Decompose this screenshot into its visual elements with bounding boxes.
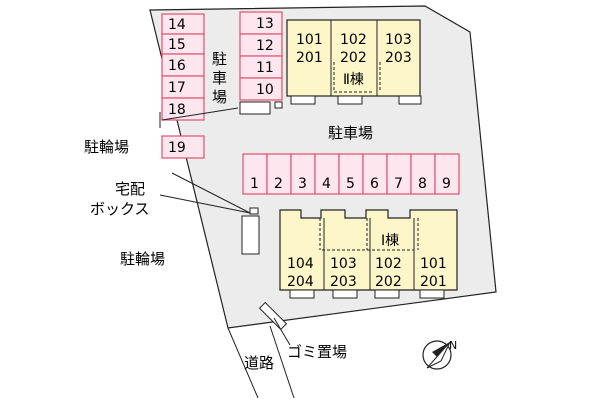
unit-number: 103	[330, 256, 357, 272]
parking-space: 18	[161, 97, 205, 121]
unit: 104 204	[287, 256, 314, 290]
parking-space: 11	[239, 55, 283, 79]
parking-row: 1 2 3 4 5 6 7 8 9	[242, 153, 460, 195]
parking-space-number: 7	[394, 176, 403, 192]
leader-line	[273, 317, 291, 346]
road-label: 道路	[244, 354, 274, 372]
parking-space-number: 13	[256, 16, 274, 32]
parking-space: 16	[161, 53, 205, 77]
parking-space: 14	[161, 13, 205, 35]
bicycle-parking-post	[274, 101, 283, 109]
parking-space-number: 12	[256, 38, 274, 54]
parking-space-number: 4	[322, 176, 331, 192]
parking-space-number: 8	[418, 176, 427, 192]
building-1: 104 204 103 203 102 202 101 201 Ⅰ棟	[279, 209, 458, 299]
parking-space-number: 10	[256, 82, 274, 98]
parking-left-column: 14 15 16 17 18	[161, 13, 205, 121]
parking-space: 1	[242, 153, 268, 195]
parking-middle-column: 13 12 11 10	[239, 11, 283, 101]
compass-north-label: N	[449, 339, 457, 352]
parking-space-number: 15	[168, 37, 186, 53]
parking-space-number: 1	[250, 176, 259, 192]
unit-number: 103	[385, 32, 412, 48]
parking-space: 4	[314, 153, 340, 195]
parking-space-number: 11	[256, 60, 274, 76]
parking-label-char: 場	[212, 88, 227, 106]
unit-number: 201	[420, 274, 447, 290]
parking-space: 13	[239, 11, 283, 35]
unit-number: 202	[340, 50, 367, 66]
unit-number: 201	[296, 50, 323, 66]
building-label: Ⅰ棟	[381, 233, 399, 249]
parking-space: 12	[239, 33, 283, 57]
unit-number: 101	[296, 32, 323, 48]
parking-space: 2	[266, 153, 292, 195]
parking-space-number: 16	[168, 58, 186, 74]
leader-line	[161, 107, 239, 121]
compass-needle-icon	[426, 341, 451, 369]
unit-number: 203	[385, 50, 412, 66]
parking-space-number: 18	[168, 102, 186, 118]
delivery-box-icon	[249, 207, 259, 215]
leader-line	[171, 172, 251, 214]
road-edge	[227, 327, 259, 399]
parking-space: 15	[161, 33, 205, 55]
unit-number: 202	[375, 274, 402, 290]
parking-label: 駐車場	[328, 124, 373, 142]
bicycle-parking-top	[239, 101, 271, 115]
parking-space: 19	[161, 135, 205, 159]
unit: 102 202	[375, 256, 402, 290]
unit: 101 201	[420, 256, 447, 290]
parking-label-char: 駐	[212, 50, 227, 68]
parking-space: 7	[386, 153, 412, 195]
delivery-box-label: 宅配	[115, 180, 145, 198]
unit-number: 104	[287, 256, 314, 272]
garbage-area	[258, 301, 288, 331]
compass: N	[422, 339, 457, 370]
unit-number: 204	[287, 274, 314, 290]
bicycle-parking-bottom	[241, 215, 260, 255]
parking-space-number: 19	[168, 140, 186, 156]
parking-space-number: 6	[370, 176, 379, 192]
bicycle-parking-label-bottom: 駐輪場	[120, 250, 165, 268]
leader-line	[159, 194, 251, 214]
parking-space-number: 9	[442, 176, 451, 192]
parking-label-char: 車	[212, 69, 227, 87]
unit-number: 102	[375, 256, 402, 272]
road-edge	[269, 325, 295, 399]
parking-space-number: 2	[274, 176, 283, 192]
compass-ring	[422, 340, 452, 370]
parking-space-number: 17	[168, 80, 186, 96]
unit: 103 203	[385, 32, 412, 66]
parking-space: 10	[239, 77, 283, 101]
unit: 102 202	[340, 32, 367, 66]
unit: 103 203	[330, 256, 357, 290]
unit-number: 101	[420, 256, 447, 272]
parking-space: 8	[410, 153, 436, 195]
building-2: 101 201 102 202 103 203 Ⅱ棟	[286, 19, 422, 105]
parking-space-number: 3	[298, 176, 307, 192]
unit: 101 201	[296, 32, 323, 66]
parking-space: 6	[362, 153, 388, 195]
parking-space: 5	[338, 153, 364, 195]
bicycle-parking-label-top: 駐輪場	[84, 138, 129, 156]
parking-space-number: 5	[346, 176, 355, 192]
unit-number: 102	[340, 32, 367, 48]
delivery-box-label: ボックス	[90, 200, 150, 218]
parking-space: 3	[290, 153, 316, 195]
parking-space: 9	[434, 153, 460, 195]
parking-space: 17	[161, 75, 205, 99]
garbage-label: ゴミ置場	[287, 343, 347, 361]
building-label: Ⅱ棟	[343, 72, 364, 88]
unit-number: 203	[330, 274, 357, 290]
parking-space-number: 14	[168, 17, 186, 33]
